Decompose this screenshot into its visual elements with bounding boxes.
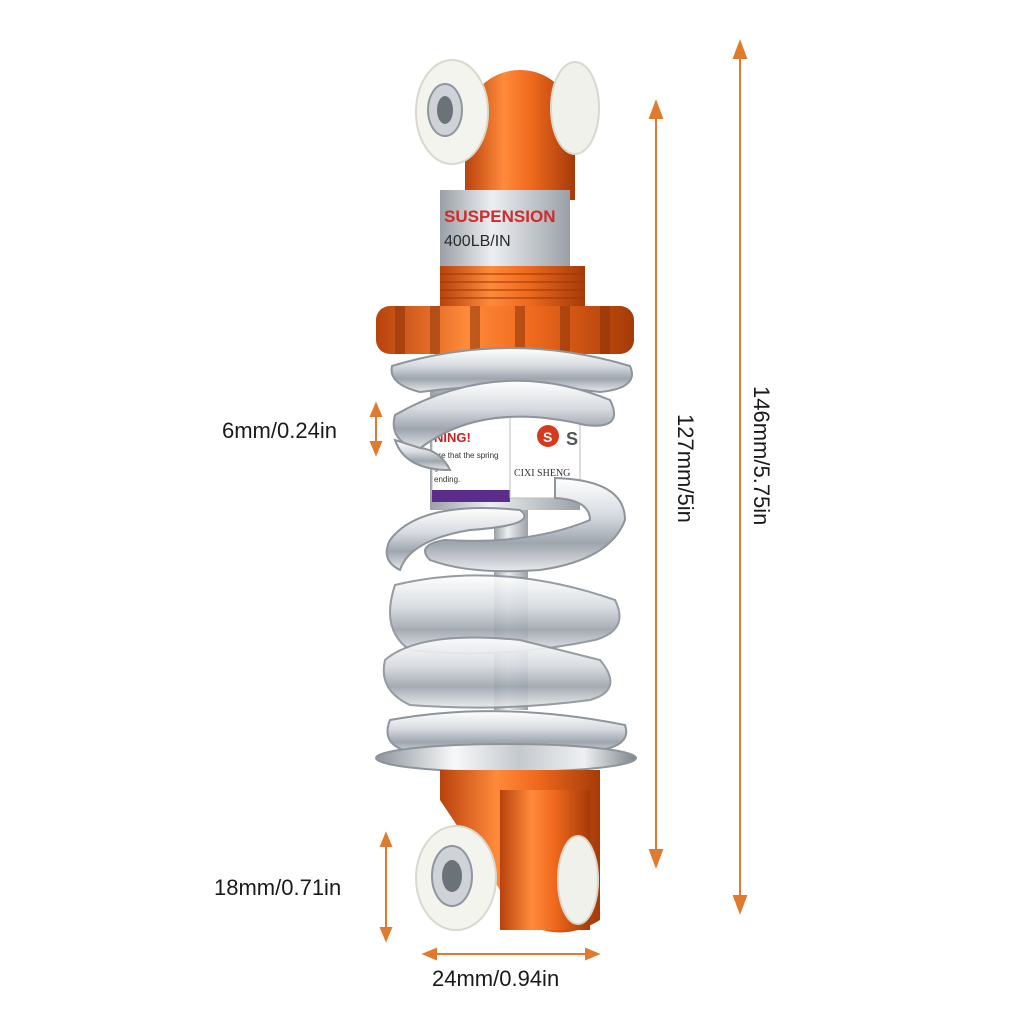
maker-logo-letter: S (543, 429, 552, 445)
eye-width-label: 24mm/0.94in (432, 966, 560, 991)
coil-spring (382, 347, 633, 757)
maker-logo-icon (537, 425, 559, 447)
total-length-label: 146mm/5.75in (749, 386, 774, 526)
dimension-arrows (369, 39, 748, 961)
warning-line-1: ure that the spring (434, 451, 498, 460)
upper-sleeve: SUSPENSION 400LB/IN (440, 190, 570, 268)
warning-line-3: ending. (434, 475, 460, 484)
preload-collar (376, 266, 634, 354)
spring-wire-label: 6mm/0.24in (222, 418, 337, 443)
bottom-mount (415, 770, 600, 933)
maker-badge-text: S (566, 429, 578, 449)
lower-perch (375, 743, 637, 773)
sticker-rating: 400LB/IN (444, 233, 511, 250)
sticker-brand: SUSPENSION (444, 207, 555, 226)
maker-name: CIXI SHENG (514, 468, 570, 479)
eye-diameter-label: 18mm/0.71in (214, 875, 342, 900)
top-mount (415, 59, 600, 200)
body-length-label: 127mm/5in (673, 414, 698, 523)
